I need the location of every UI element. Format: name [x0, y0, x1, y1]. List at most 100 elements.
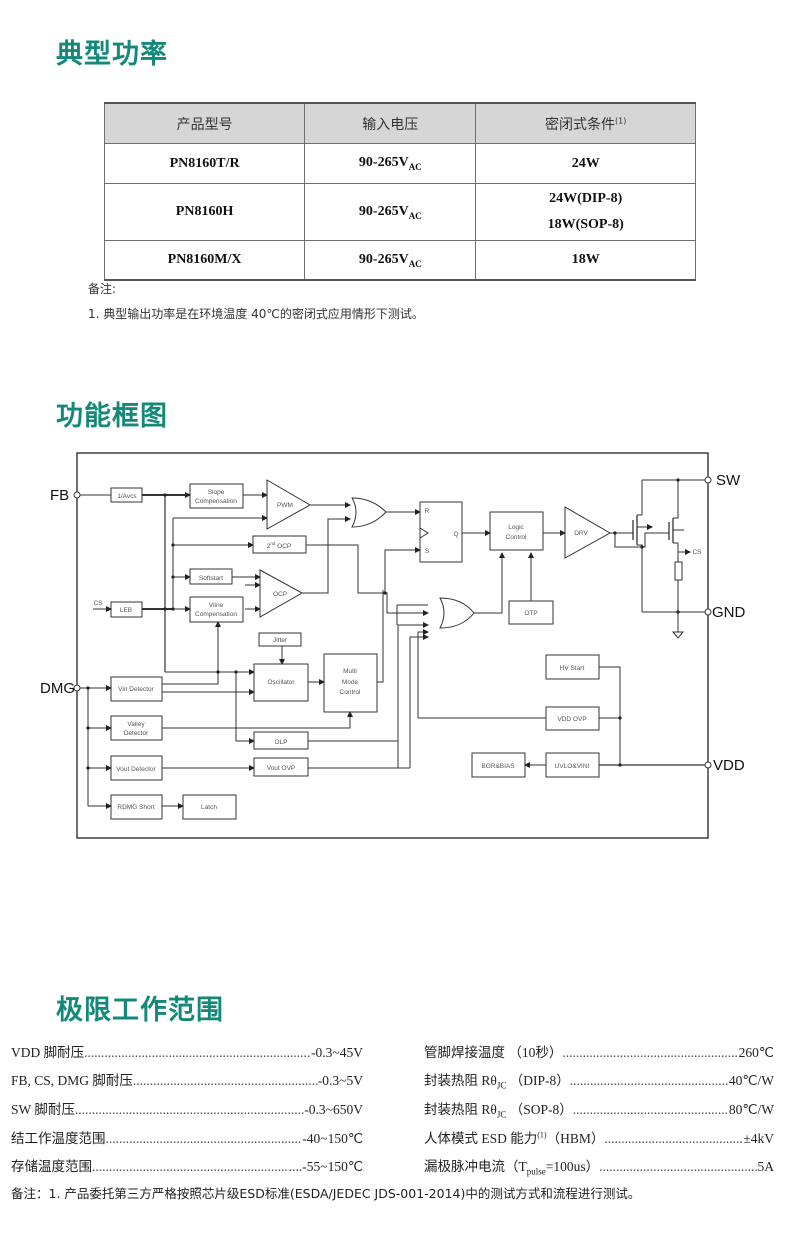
block-rs-flipflop — [419, 501, 463, 563]
limit-label: SW 脚耐压 — [11, 1102, 75, 1117]
power-value: 24W(DIP-8) — [549, 191, 623, 206]
limit-row: 结工作温度范围 -40~150℃ — [11, 1127, 363, 1147]
block-olp — [253, 731, 309, 750]
limits-heading: 极限工作范围 — [56, 995, 224, 1026]
functional-block-diagram: FB DMG SW GND VDD 1/Avcs Slope Compensat… — [40, 452, 746, 839]
cell-model: PN8160T/R — [103, 143, 306, 184]
leader-dots — [570, 1073, 729, 1089]
cell-model: PN8160H — [103, 183, 306, 241]
voltage-subscript: AC — [408, 161, 422, 172]
col-header-model: 产品型号 — [103, 102, 306, 144]
limit-label: 存储温度范围 — [11, 1159, 92, 1174]
pin-label-dmg: DMG — [40, 680, 75, 697]
limit-row: SW 脚耐压 -0.3~650V — [11, 1098, 363, 1118]
block-vout-detector — [110, 755, 163, 781]
limit-value: 40℃/W — [728, 1073, 774, 1088]
power-value: 18W(SOP-8) — [547, 217, 624, 232]
power-value: 18W — [571, 252, 600, 267]
label-logic-2: Control — [506, 534, 528, 541]
label-ff-s: S — [425, 548, 430, 555]
limit-value: -40~150℃ — [302, 1131, 363, 1146]
block-avcs — [110, 487, 143, 503]
label-uvlo: UVLO&VINI — [555, 763, 590, 770]
label-oscillator: Oscillator — [267, 679, 295, 686]
block-vline-compensation — [189, 596, 244, 623]
leader-dots — [562, 1045, 738, 1061]
pin-label-gnd: GND — [712, 604, 746, 621]
label-softstart: Softstart — [199, 575, 223, 582]
leader-dots — [92, 1159, 289, 1175]
label-mmc-1: Multi — [343, 668, 357, 675]
label-bgr-bias: BGR&BIAS — [481, 763, 515, 770]
or-gate-2 — [439, 597, 475, 629]
block-vdd-ovp — [545, 706, 600, 731]
limit-value: -0.3~5V — [317, 1073, 363, 1088]
limit-label: 结工作温度范围 — [11, 1131, 106, 1146]
pin-fb — [73, 491, 81, 499]
pin-sw — [704, 476, 712, 484]
typical-power-heading: 典型功率 — [56, 39, 168, 70]
leader-dots — [106, 1131, 303, 1147]
block-rdmg-short — [110, 794, 163, 820]
label-otp: OTP — [524, 610, 537, 617]
limit-label: VDD 脚耐压 — [11, 1045, 85, 1060]
limit-value: ....-55~150℃ — [288, 1159, 363, 1174]
block-otp — [508, 600, 554, 625]
label-vout-ovp: Vout OVP — [267, 765, 296, 772]
table-row: PN8160H 90-265VAC 24W(DIP-8)18W(SOP-8) — [103, 183, 696, 241]
pin-label-sw: SW — [716, 472, 741, 489]
limit-row: VDD 脚耐压-0.3~45V — [11, 1041, 363, 1061]
label-drv: DRV — [574, 530, 588, 537]
label-logic-1: Logic — [508, 524, 524, 531]
table-row: PN8160M/X 90-265VAC 18W — [103, 240, 696, 281]
block-valley-detector — [110, 715, 163, 741]
col-header-sealed-text: 密闭式条件 — [545, 116, 616, 133]
label-avcs: 1/Avcs — [117, 493, 137, 500]
label-cs-out: CS — [692, 549, 702, 556]
block-softstart — [189, 568, 233, 585]
label-ocp: OCP — [273, 591, 287, 598]
label-jitter: Jitter — [273, 637, 288, 644]
limit-value: 80℃/W — [728, 1102, 774, 1117]
block-hv-start — [545, 654, 600, 680]
label-2nd-ocp: 2nd OCP — [267, 541, 292, 550]
pin-label-fb: FB — [50, 487, 69, 504]
footnote-ref: (1) — [615, 115, 627, 125]
note-label: 备注: — [88, 282, 117, 296]
label-vdd-ovp: VDD OVP — [557, 716, 586, 723]
label-cs-in: CS — [93, 600, 103, 607]
block-vout-ovp — [253, 757, 309, 777]
block-uvlo — [545, 752, 600, 778]
limit-label: FB, CS, DMG 脚耐压 — [11, 1073, 133, 1088]
label-valley-2: Detector — [124, 730, 149, 737]
block-diagram-heading: 功能框图 — [56, 401, 168, 432]
limit-value: ±4kV — [743, 1131, 774, 1146]
limit-label: 漏极脉冲电流（Tpulse=100us） — [424, 1159, 600, 1177]
voltage-subscript: AC — [408, 258, 422, 269]
label-olp: OLP — [274, 739, 287, 746]
label-valley-1: Valley — [127, 721, 145, 728]
cell-power: 24W — [475, 143, 696, 184]
pin-vdd — [704, 761, 712, 769]
leader-dots — [133, 1073, 318, 1089]
label-hv-start: HV Start — [560, 665, 585, 672]
limit-row: 漏极脉冲电流（Tpulse=100us）5A — [424, 1155, 774, 1177]
limit-label: 人体模式 ESD 能力(1)（HBM） — [424, 1130, 605, 1147]
leader-dots — [75, 1102, 304, 1118]
label-latch: Latch — [201, 804, 217, 811]
limit-row: 人体模式 ESD 能力(1)（HBM） ±4kV — [424, 1127, 774, 1147]
pin-dmg — [73, 684, 81, 692]
block-bgr-bias — [471, 752, 526, 778]
voltage-value: 90-265V — [358, 155, 409, 171]
label-vout-detector: Vout Detector — [116, 766, 156, 773]
leader-dots — [84, 1045, 311, 1061]
label-vline-2: Compensation — [195, 611, 237, 618]
label-leb: LEB — [120, 607, 132, 614]
or-gate-1 — [351, 497, 387, 528]
label-rdmg-short: RDMG Short — [117, 804, 154, 811]
pin-gnd — [704, 608, 712, 616]
label-pwm: PWM — [277, 502, 293, 509]
limit-row: 封装热阻 RθJC （DIP-8）40℃/W — [424, 1069, 774, 1091]
block-jitter — [258, 632, 302, 647]
cell-power: 18W — [475, 240, 696, 281]
